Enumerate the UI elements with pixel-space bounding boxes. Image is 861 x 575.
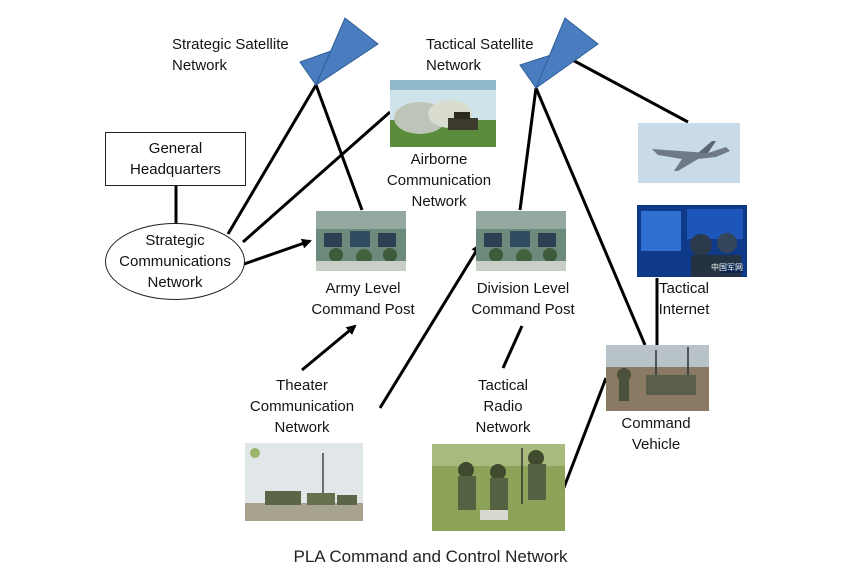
command-vehicle-label: Command Vehicle bbox=[621, 415, 691, 453]
division-command-post-photo bbox=[476, 211, 566, 271]
division-command-post-label: Division Level Command Post bbox=[471, 280, 575, 318]
tactical-radio-label: Tactical Radio Network bbox=[475, 377, 531, 436]
strategic-communications-ellipse: Strategic Communications Network bbox=[105, 223, 245, 300]
fighter-jet-photo bbox=[638, 123, 740, 183]
diagram-title: PLA Command and Control Network bbox=[293, 547, 568, 566]
link-tacsat-division bbox=[518, 87, 538, 211]
airborne-photo bbox=[390, 80, 496, 147]
army-command-post-photo bbox=[316, 211, 406, 271]
link-tacsat-vehicle bbox=[534, 87, 647, 346]
airborne-network-label: Airborne Communication Network bbox=[386, 151, 492, 210]
command-vehicle-photo bbox=[606, 345, 709, 411]
link-satellite-army bbox=[314, 84, 364, 211]
link-theater-army bbox=[301, 324, 357, 372]
army-command-post-label: Army Level Command Post bbox=[311, 280, 415, 318]
tactical-satellite-icon bbox=[519, 17, 599, 90]
theater-network-label: Theater Communication Network bbox=[249, 377, 355, 436]
general-headquarters-box: General Headquarters bbox=[105, 132, 246, 186]
link-radio-vehicle bbox=[561, 377, 608, 491]
photo-watermark: 中国军网 bbox=[711, 263, 743, 272]
link-strategic-army bbox=[243, 238, 312, 266]
tactical-satellite-label: Tactical Satellite Network bbox=[426, 36, 534, 74]
tactical-internet-label: Tactical Internet bbox=[658, 280, 710, 318]
tactical-radio-photo bbox=[432, 444, 565, 531]
strategic-satellite-icon bbox=[299, 17, 379, 87]
link-theater-division bbox=[378, 243, 482, 409]
link-strategic-satellite bbox=[226, 84, 318, 235]
theater-network-photo bbox=[245, 443, 363, 521]
link-division-radio bbox=[501, 325, 524, 369]
link-strategic-airborne bbox=[242, 110, 391, 244]
strategic-satellite-label: Strategic Satellite Network bbox=[172, 36, 289, 74]
link-tacsat-aircraft bbox=[566, 55, 689, 124]
tactical-internet-photo: 中国军网 bbox=[637, 205, 747, 277]
